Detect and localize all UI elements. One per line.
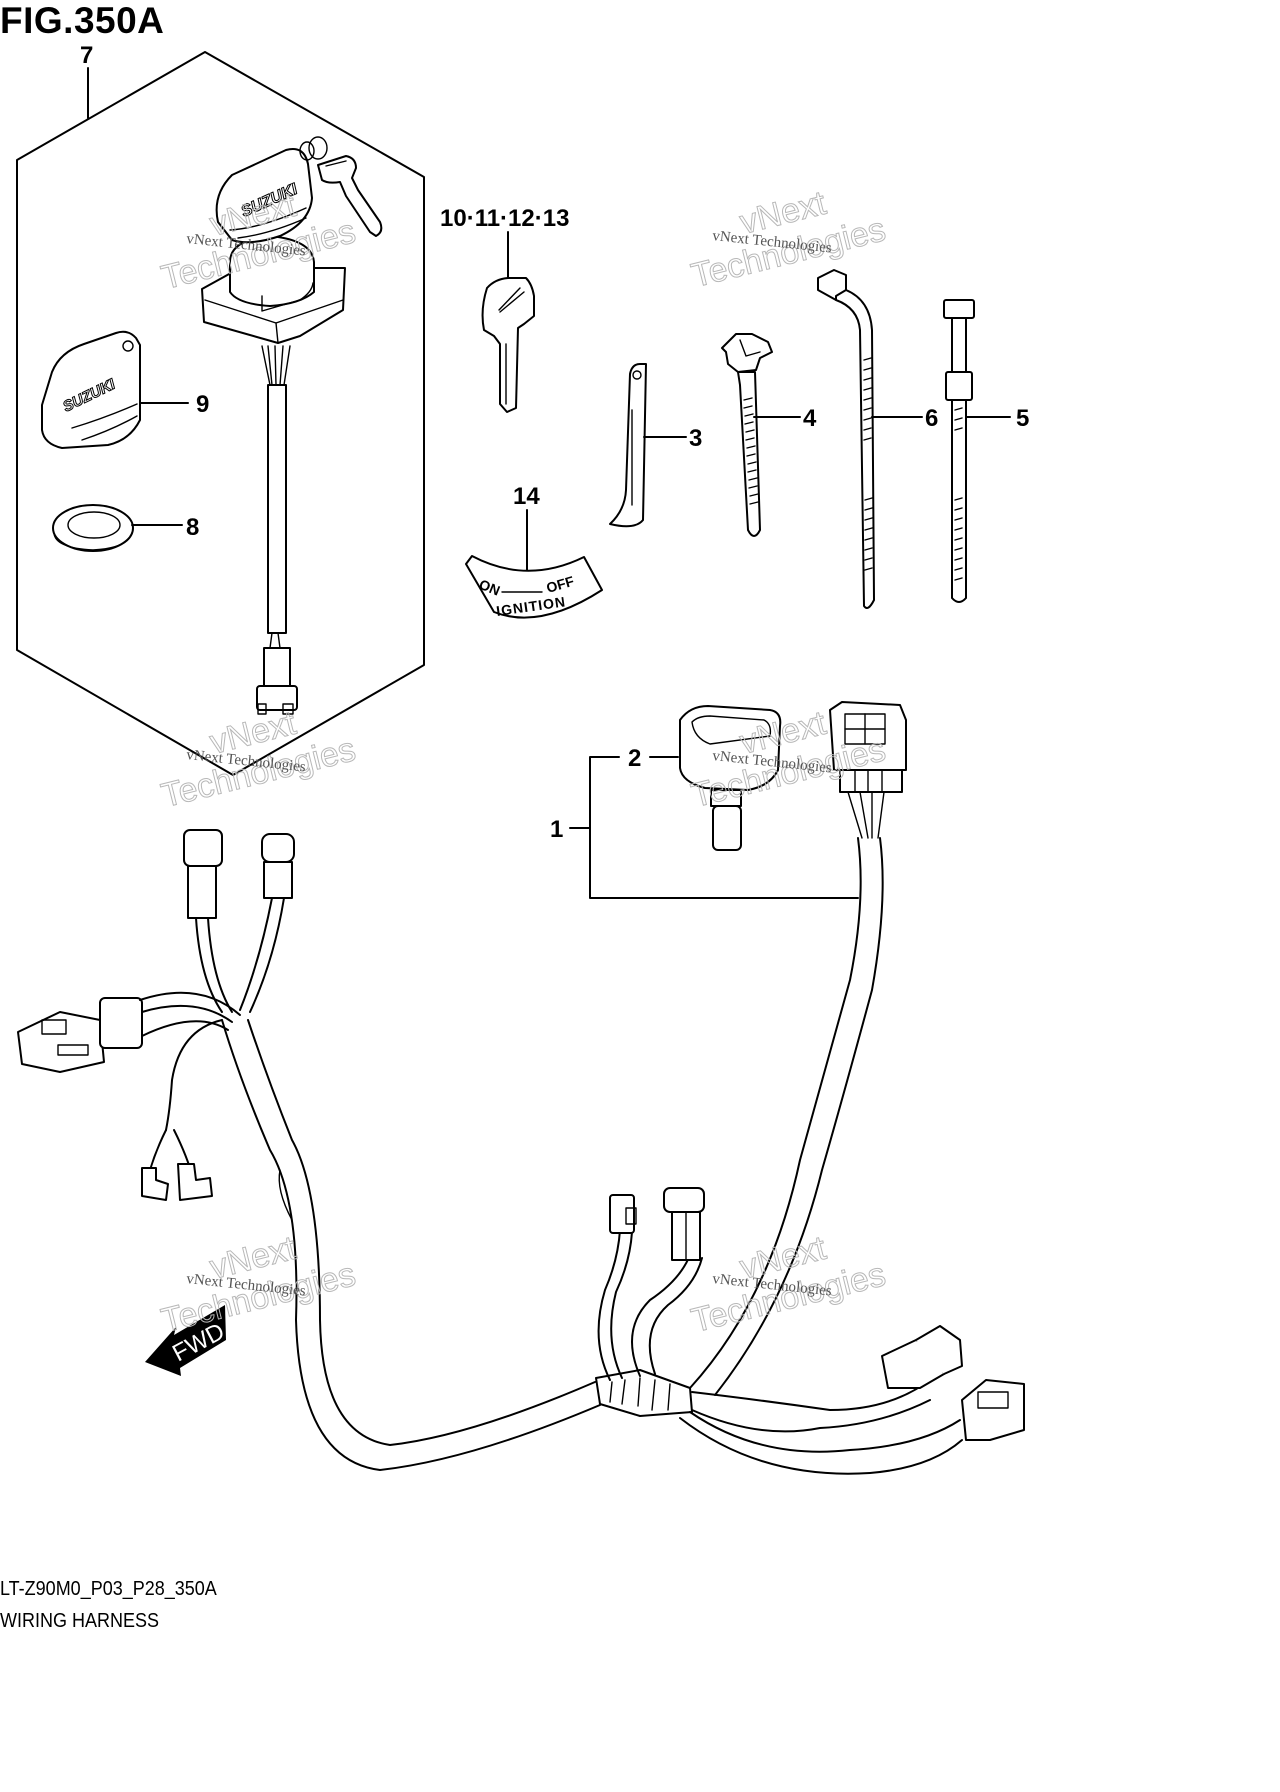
clamp-icon[interactable]: 3 bbox=[609, 363, 702, 528]
assembly-box-7: 7 bbox=[16, 42, 425, 776]
callout-1[interactable]: 1 bbox=[550, 816, 563, 843]
ignition-switch-icon[interactable]: SUZUKI bbox=[201, 136, 383, 715]
callout-5[interactable]: 5 bbox=[1016, 405, 1029, 432]
key-icon[interactable]: 10·11·12·13 bbox=[440, 205, 569, 413]
wiring-harness[interactable] bbox=[221, 837, 963, 1475]
right-connector-b-icon[interactable] bbox=[961, 1379, 1025, 1441]
branch-connector-a-icon[interactable] bbox=[609, 1194, 637, 1234]
main-connector-icon[interactable] bbox=[829, 701, 907, 839]
callout-7[interactable]: 7 bbox=[80, 42, 93, 69]
switch-cover-icon[interactable]: SUZUKI 9 bbox=[41, 330, 209, 449]
figure-code: LT-Z90M0_P03_P28_350A bbox=[0, 1578, 217, 1600]
callout-9[interactable]: 9 bbox=[196, 391, 209, 418]
clamp-tie-icon[interactable]: 4 bbox=[721, 333, 817, 537]
left-harness-branches[interactable] bbox=[17, 829, 295, 1201]
cable-tie-5-icon[interactable]: 5 bbox=[943, 299, 1029, 603]
ignition-off-text: OFF bbox=[544, 573, 576, 596]
callout-8[interactable]: 8 bbox=[186, 514, 199, 541]
ignition-on-text: ON bbox=[477, 576, 502, 599]
callout-10-13[interactable]: 10·11·12·13 bbox=[440, 205, 569, 232]
right-connector-a-icon[interactable] bbox=[881, 1325, 963, 1389]
branch-connector-b-icon[interactable] bbox=[663, 1187, 705, 1261]
callout-14[interactable]: 14 bbox=[513, 483, 540, 510]
figure-name: WIRING HARNESS bbox=[0, 1610, 160, 1632]
callout-6[interactable]: 6 bbox=[925, 405, 938, 432]
callout-4[interactable]: 4 bbox=[803, 405, 817, 432]
connector-cap-icon[interactable] bbox=[679, 705, 782, 851]
figure-title: FIG.350A bbox=[0, 0, 164, 41]
callout-2[interactable]: 2 bbox=[628, 745, 641, 772]
cable-tie-6-icon[interactable]: 6 bbox=[817, 269, 938, 609]
watermark-2: vNext Technologies bbox=[687, 183, 890, 295]
ignition-label-icon[interactable]: 14 ON OFF IGNITION bbox=[465, 483, 603, 619]
callout-bracket-1: 1 2 bbox=[550, 745, 859, 899]
nut-icon[interactable]: 8 bbox=[52, 504, 199, 552]
callout-3[interactable]: 3 bbox=[689, 425, 702, 452]
